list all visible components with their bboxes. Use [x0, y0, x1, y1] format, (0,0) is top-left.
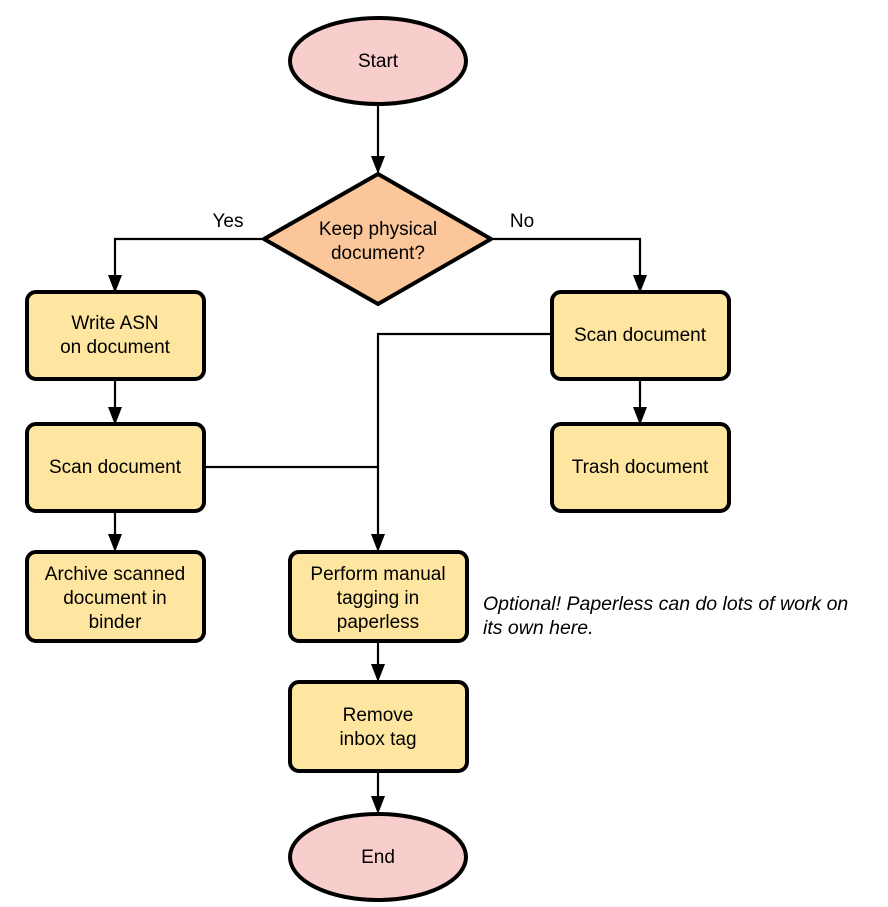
edge-decision-to-scan-right: No — [491, 211, 647, 293]
annotation-line1: Optional! Paperless can do lots of work … — [483, 593, 848, 615]
node-scan-document-left-label: Scan document — [49, 457, 182, 478]
edge-scan-left-to-archive — [108, 510, 122, 552]
node-scan-document-right[interactable]: Scan document — [550, 290, 731, 381]
node-write-asn-line1: Write ASN — [71, 313, 158, 334]
edge-scan-right-to-manual-tagging — [371, 332, 552, 552]
edge-remove-inbox-to-end — [371, 771, 385, 814]
edge-write-asn-to-scan-left — [108, 378, 122, 425]
edge-decision-to-write-asn: Yes — [108, 211, 264, 293]
node-archive-binder-line2: document in — [63, 588, 167, 609]
node-keep-physical-decision[interactable]: Keep physical document? — [262, 172, 493, 306]
node-trash-document[interactable]: Trash document — [550, 422, 731, 513]
node-start-label: Start — [358, 51, 399, 72]
node-scan-document-right-label: Scan document — [574, 325, 707, 346]
node-keep-physical-line2: document? — [331, 243, 425, 264]
node-keep-physical-line1: Keep physical — [319, 219, 437, 240]
node-manual-tagging-line3: paperless — [337, 612, 419, 633]
node-manual-tagging-line2: tagging in — [337, 588, 419, 609]
node-end[interactable]: End — [288, 812, 468, 902]
node-scan-document-left[interactable]: Scan document — [25, 422, 206, 513]
node-manual-tagging[interactable]: Perform manual tagging in paperless — [288, 550, 469, 643]
node-archive-binder[interactable]: Archive scanned document in binder — [25, 550, 206, 643]
node-write-asn[interactable]: Write ASN on document — [25, 290, 206, 381]
annotation-line2: its own here. — [483, 617, 594, 639]
node-trash-document-label: Trash document — [572, 457, 709, 478]
node-remove-inbox-tag[interactable]: Remove inbox tag — [288, 680, 469, 773]
node-end-label: End — [361, 847, 395, 868]
edge-start-to-decision — [371, 104, 385, 174]
node-remove-inbox-tag-line2: inbox tag — [339, 729, 416, 750]
node-archive-binder-line3: binder — [89, 612, 142, 633]
edge-manual-tagging-to-remove-inbox — [371, 641, 385, 682]
node-write-asn-line2: on document — [60, 337, 171, 358]
edge-scan-right-to-trash — [633, 378, 647, 425]
annotation-optional-note: Optional! Paperless can do lots of work … — [483, 593, 848, 639]
edge-label-no: No — [510, 211, 534, 232]
node-manual-tagging-line1: Perform manual — [310, 564, 445, 585]
node-remove-inbox-tag-line1: Remove — [343, 705, 414, 726]
node-archive-binder-line1: Archive scanned — [45, 564, 185, 585]
node-start[interactable]: Start — [288, 16, 468, 106]
edge-label-yes: Yes — [213, 211, 244, 232]
